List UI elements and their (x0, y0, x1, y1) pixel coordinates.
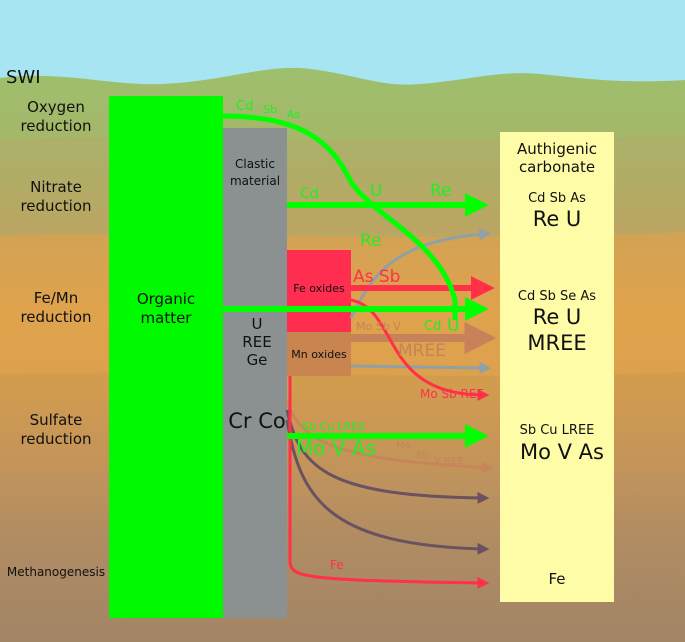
zone-oxygen-line2: reduction (20, 117, 91, 135)
flow-mo-sb-ree: Mo Sb REE (420, 387, 484, 401)
flow-v-ree: V REE (434, 456, 464, 467)
flow-u-mid: U (370, 181, 382, 201)
arrow-cd-sb-as-curve (222, 113, 458, 320)
clastic-line2: material (230, 174, 280, 188)
arrow-fe (288, 376, 490, 589)
flow-as-top: As (287, 108, 301, 121)
flow-cd-u-u: U (447, 316, 459, 336)
flow-cd-top: Cd (236, 99, 253, 114)
fe-oxides-box (287, 250, 351, 332)
flow-sb-cu-lree: Sb Cu LREE (302, 420, 365, 433)
flow-sb-small: Sb (416, 450, 429, 461)
arrow-crco-lower (285, 419, 490, 555)
arrow-crco-upper (285, 409, 490, 504)
flow-re-mid: Re (430, 181, 452, 201)
carbonate-title-line1: Authigenic (517, 140, 597, 158)
organic-matter-column (109, 96, 223, 618)
zone-sulfate-line2: reduction (20, 430, 91, 448)
authigenic-carbonate-box (500, 132, 614, 602)
carbonate-group1-small: Cd Sb As (528, 191, 586, 206)
zone-nitrate-line1: Nitrate (30, 178, 82, 196)
zone-nitrate-line2: reduction (20, 197, 91, 215)
swi-label: SWI (6, 67, 41, 88)
arrow-re-grey (349, 228, 492, 319)
flow-as-sb: As Sb (353, 267, 400, 287)
zone-oxygen-line1: Oxygen (27, 98, 85, 116)
carbonate-group4: Fe (548, 570, 565, 588)
carbonate-group1-large: Re U (533, 207, 582, 231)
clastic-element-ree: REE (242, 333, 271, 351)
flow-sb-top: Sb (263, 103, 277, 116)
flow-labels: Cd Sb As Cd U Re Re As Sb Mo Sb V Cd U M… (236, 99, 484, 572)
flow-mree: MREE (398, 341, 446, 361)
carbonate-title-line2: carbonate (519, 158, 595, 176)
flow-mo-v-as: Mo V As (296, 436, 376, 460)
zone-methano: Methanogenesis (7, 565, 105, 579)
clastic-material-column (223, 128, 287, 618)
zone-sulfate-line1: Sulfate (30, 411, 83, 429)
fe-oxides-label: Fe oxides (293, 282, 345, 295)
carbonate-group2-large-1: Re U (533, 305, 582, 329)
flow-re-low: Re (360, 231, 382, 251)
organic-matter-line1: Organic (137, 290, 195, 308)
carbonate-group3-large: Mo V As (520, 440, 604, 464)
flow-cd-mid: Cd (300, 186, 319, 202)
zone-femn-line2: reduction (20, 308, 91, 326)
arrow-mn-to-sulfate (285, 399, 494, 474)
clastic-cr-co: Cr Co (228, 409, 285, 433)
carbonate-group2-small: Cd Sb Se As (518, 289, 596, 304)
clastic-line1: Clastic (235, 157, 275, 171)
flow-mo-sb-v: Mo Sb V (356, 320, 401, 333)
flow-mo-small: Mo (396, 440, 411, 451)
clastic-element-u: U (252, 315, 263, 333)
mn-oxides-label: Mn oxides (291, 348, 347, 361)
carbonate-group2-large-2: MREE (527, 331, 586, 355)
carbonate-group3-small: Sb Cu LREE (520, 423, 595, 438)
mn-oxides-box (287, 332, 351, 376)
flow-fe: Fe (330, 558, 344, 572)
flow-cd-u-cd: Cd (424, 319, 441, 334)
zone-femn-line1: Fe/Mn (34, 289, 79, 307)
arrow-mn-grey (350, 361, 492, 374)
zone-labels: Oxygen reduction Nitrate reduction Fe/Mn… (7, 98, 105, 579)
carbonate-labels: Authigenic carbonate Cd Sb As Re U Cd Sb… (517, 140, 604, 588)
organic-matter-line2: matter (141, 309, 193, 327)
clastic-element-ge: Ge (247, 351, 268, 369)
